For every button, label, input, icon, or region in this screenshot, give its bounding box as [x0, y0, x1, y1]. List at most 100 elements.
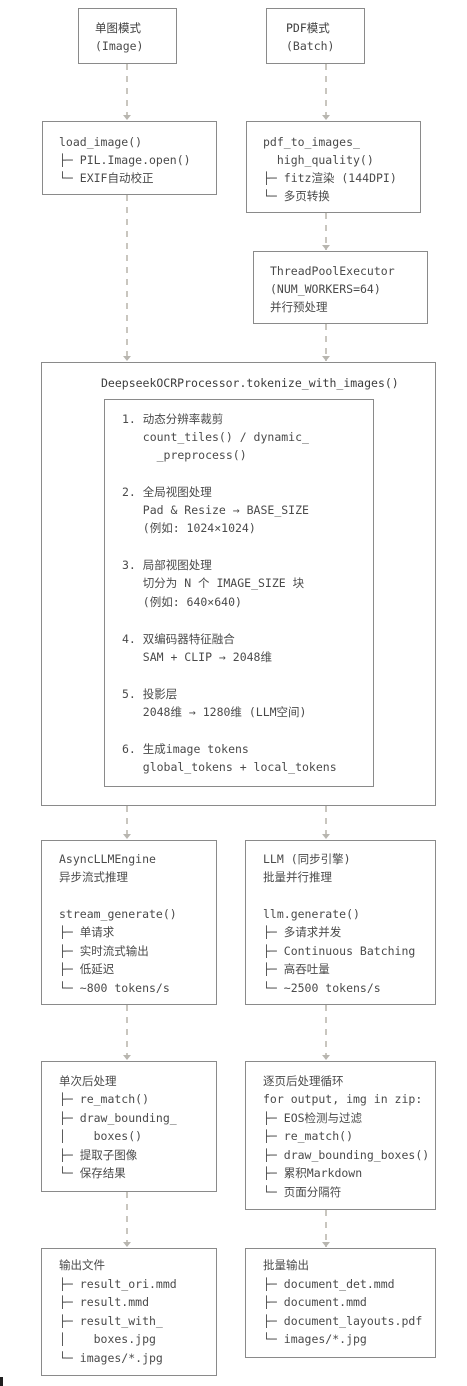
load-image-box: load_image() ├─ PIL.Image.open() └─ EXIF…: [42, 121, 217, 195]
arrow-head: [322, 115, 330, 120]
async-llm-engine-box: AsyncLLMEngine 异步流式推理 stream_generate() …: [41, 840, 217, 1005]
connector: [126, 195, 128, 361]
box-line: └─ 页面分隔符: [263, 1185, 342, 1199]
box-line: ├─ 实时流式输出: [59, 944, 149, 958]
arrow-head: [322, 1242, 330, 1247]
box-line: ├─ draw_bounding_boxes(): [263, 1148, 430, 1162]
box-line: (NUM_WORKERS=64): [270, 282, 381, 296]
box-line: 批量并行推理: [263, 870, 332, 884]
arrow-head: [322, 834, 330, 839]
processor-title: DeepseekOCRProcessor.tokenize_with_image…: [101, 376, 399, 390]
connector: [126, 64, 128, 120]
step-line: 6. 生成image tokens: [122, 742, 249, 756]
box-line: ├─ document.mmd: [263, 1295, 367, 1309]
box-line: load_image(): [59, 135, 143, 149]
box-line: ├─ result_ori.mmd: [59, 1277, 177, 1291]
thread-pool-box: ThreadPoolExecutor (NUM_WORKERS=64) 并行预处…: [253, 251, 428, 324]
box-line: └─ 多页转换: [263, 189, 330, 203]
box-line: ├─ fitz渲染 (144DPI): [263, 171, 397, 185]
box-line: ├─ 单请求: [59, 925, 115, 939]
step-line: 2. 全局视图处理: [122, 485, 212, 499]
step-line: (例如: 640×640): [122, 595, 242, 609]
processor-box: DeepseekOCRProcessor.tokenize_with_image…: [41, 362, 436, 806]
step-line: (例如: 1024×1024): [122, 521, 256, 535]
arrow-head: [123, 1242, 131, 1247]
processor-steps-box: 1. 动态分辨率裁剪 count_tiles() / dynamic_ _pre…: [104, 399, 374, 787]
connector: [325, 806, 327, 839]
box-line: 逐页后处理循环: [263, 1074, 344, 1088]
box-line: └─ ~2500 tokens/s: [263, 981, 381, 995]
box-line: ├─ PIL.Image.open(): [59, 153, 191, 167]
connector: [126, 806, 128, 839]
step-line: 2048维 → 1280维 (LLM空间): [122, 705, 307, 719]
box-line: ThreadPoolExecutor: [270, 264, 395, 278]
box-line: LLM (同步引擎): [263, 852, 351, 866]
edge-mark: [0, 1377, 3, 1386]
connector: [325, 213, 327, 250]
output-files-box: 输出文件 ├─ result_ori.mmd ├─ result.mmd ├─ …: [41, 1248, 217, 1376]
box-line: stream_generate(): [59, 907, 177, 921]
step-line: count_tiles() / dynamic_: [122, 430, 309, 444]
box-line: └─ EXIF自动校正: [59, 171, 154, 185]
batch-output-box: 批量输出 ├─ document_det.mmd ├─ document.mmd…: [245, 1248, 436, 1358]
step-line: 切分为 N 个 IMAGE_SIZE 块: [122, 576, 305, 590]
batch-post-processing-box: 逐页后处理循环 for output, img in zip: ├─ EOS检测…: [245, 1061, 436, 1210]
box-line: 单图模式: [95, 21, 141, 35]
box-line: ├─ EOS检测与过滤: [263, 1111, 363, 1125]
arrow-head: [123, 115, 131, 120]
box-line: ├─ result.mmd: [59, 1295, 150, 1309]
connector: [126, 1192, 128, 1247]
arrow-head: [322, 245, 330, 250]
step-line: _preprocess(): [122, 448, 247, 462]
connector: [126, 1005, 128, 1060]
box-line: 输出文件: [59, 1258, 105, 1272]
connector: [325, 64, 327, 120]
box-line: ├─ re_match(): [263, 1129, 354, 1143]
connector: [325, 1005, 327, 1060]
sync-llm-box: LLM (同步引擎) 批量并行推理 llm.generate() ├─ 多请求并…: [245, 840, 436, 1005]
step-line: global_tokens + local_tokens: [122, 760, 337, 774]
box-line: ├─ document_det.mmd: [263, 1277, 395, 1291]
step-line: 5. 投影层: [122, 687, 178, 701]
box-line: 并行预处理: [270, 300, 328, 314]
arrow-head: [123, 356, 131, 361]
step-line: Pad & Resize → BASE_SIZE: [122, 503, 309, 517]
box-line: ├─ result_with_: [59, 1314, 163, 1328]
box-line: └─ ~800 tokens/s: [59, 981, 170, 995]
box-line: 批量输出: [263, 1258, 309, 1272]
box-line: 异步流式推理: [59, 870, 128, 884]
box-line: PDF模式: [286, 21, 330, 35]
box-line: for output, img in zip:: [263, 1092, 423, 1106]
step-line: 1. 动态分辨率裁剪: [122, 412, 224, 426]
box-line: ├─ 提取子图像: [59, 1148, 138, 1162]
box-line: (Batch): [286, 39, 335, 53]
box-line: ├─ Continuous Batching: [263, 944, 416, 958]
single-image-mode-box: 单图模式 (Image): [78, 8, 177, 64]
box-line: ├─ draw_bounding_: [59, 1111, 177, 1125]
box-line: │ boxes.jpg: [59, 1332, 156, 1346]
box-line: ├─ 累积Markdown: [263, 1166, 363, 1180]
connector: [325, 324, 327, 361]
box-line: ├─ 低延迟: [59, 962, 115, 976]
box-line: AsyncLLMEngine: [59, 852, 156, 866]
box-line: │ boxes(): [59, 1129, 143, 1143]
pdf-to-images-box: pdf_to_images_ high_quality() ├─ fitz渲染 …: [246, 121, 421, 213]
box-line: 单次后处理: [59, 1074, 117, 1088]
box-line: pdf_to_images_: [263, 135, 360, 149]
single-post-processing-box: 单次后处理 ├─ re_match() ├─ draw_bounding_ │ …: [41, 1061, 217, 1192]
box-line: ├─ 高吞吐量: [263, 962, 330, 976]
box-line: └─ 保存结果: [59, 1166, 126, 1180]
arrow-head: [123, 834, 131, 839]
box-line: ├─ document_layouts.pdf: [263, 1314, 423, 1328]
step-line: SAM + CLIP → 2048维: [122, 650, 272, 664]
step-line: 3. 局部视图处理: [122, 558, 212, 572]
box-line: ├─ 多请求并发: [263, 925, 342, 939]
connector: [325, 1210, 327, 1247]
arrow-head: [322, 1055, 330, 1060]
box-line: ├─ re_match(): [59, 1092, 150, 1106]
box-line: high_quality(): [263, 153, 374, 167]
step-line: 4. 双编码器特征融合: [122, 632, 235, 646]
box-line: llm.generate(): [263, 907, 360, 921]
arrow-head: [322, 356, 330, 361]
arrow-head: [123, 1055, 131, 1060]
